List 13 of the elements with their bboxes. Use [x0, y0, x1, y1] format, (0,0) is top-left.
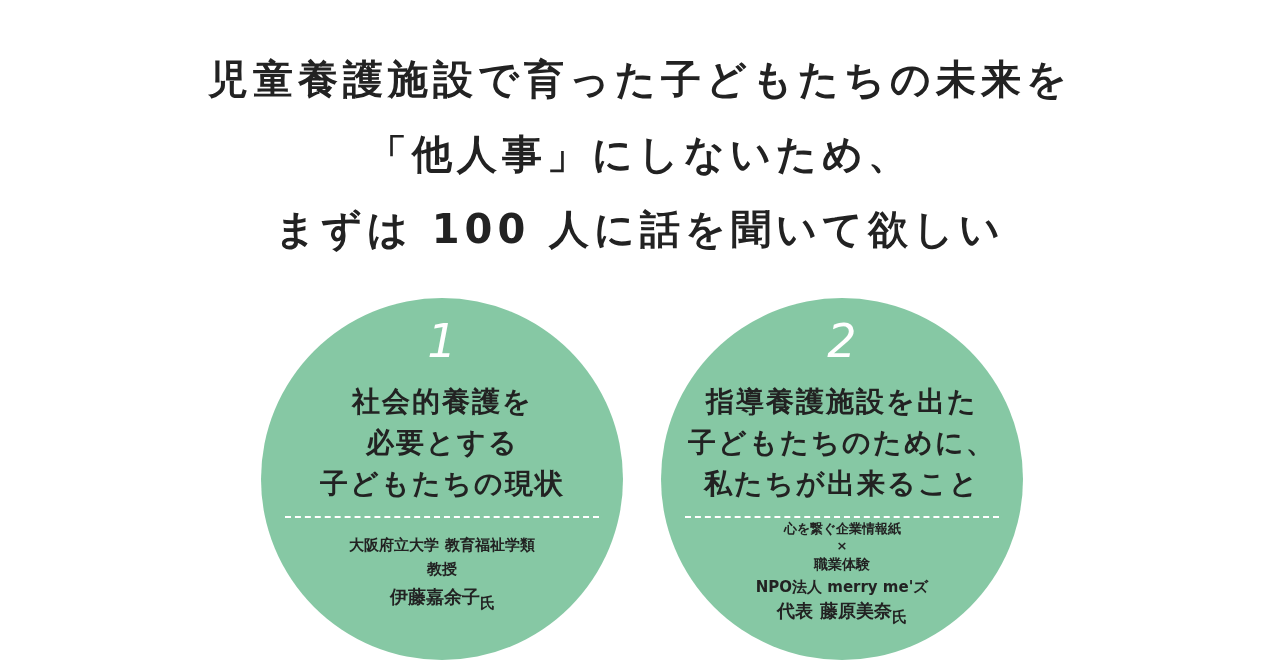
- program-name: 心を繋ぐ企業情報紙: [782, 520, 902, 538]
- speaker-affiliation: 大阪府立大学 教育福祉学類: [348, 536, 536, 555]
- step-number: 1: [426, 316, 458, 366]
- step-number: 2: [826, 316, 858, 366]
- cross-mark: ×: [835, 538, 849, 553]
- program-name: 職業体験: [812, 556, 871, 574]
- speaker-name: 伊藤嘉余子$_{氏}$: [388, 585, 496, 613]
- organization-name: NPO法人 merry me'ズ: [754, 578, 930, 597]
- circle-heading: 社会的養護を必要とする子どもたちの現状: [318, 384, 566, 502]
- circle-heading: 指導養護施設を出た子どもたちのために、私たちが出来ること: [687, 384, 997, 502]
- speaker-title: 教授: [426, 560, 458, 579]
- speaker-name: 代表 藤原美奈$_{氏}$: [775, 599, 908, 627]
- page-title: 児童養護施設で育った子どもたちの未来を「他人事」にしないため、まずは 100 人に話を聞いて欲しい: [207, 55, 1073, 254]
